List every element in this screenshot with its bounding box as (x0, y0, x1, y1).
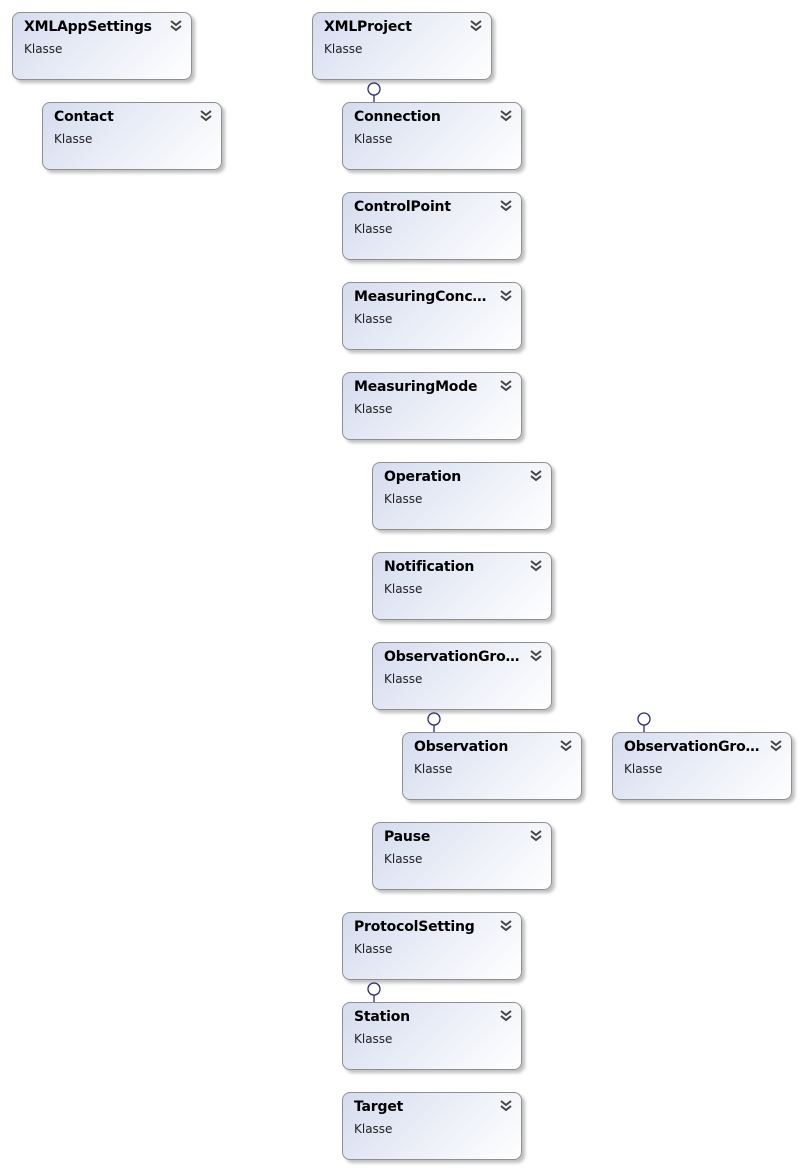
class-kind: Klasse (384, 582, 423, 596)
class-name: Station (354, 1009, 410, 1025)
double-chevron-down-icon[interactable] (529, 469, 543, 483)
class-name: ObservationGro… (384, 649, 520, 665)
class-name: Connection (354, 109, 441, 125)
class-kind: Klasse (324, 42, 363, 56)
class-box-connection[interactable]: Connection Klasse (342, 102, 522, 170)
class-name: Notification (384, 559, 475, 575)
class-box-measuringmode[interactable]: MeasuringMode Klasse (342, 372, 522, 440)
double-chevron-down-icon[interactable] (529, 649, 543, 663)
class-name: ControlPoint (354, 199, 451, 215)
double-chevron-down-icon[interactable] (499, 289, 513, 303)
double-chevron-down-icon[interactable] (769, 739, 783, 753)
lollipop-connector (367, 982, 381, 1002)
double-chevron-down-icon[interactable] (529, 829, 543, 843)
class-box-observation[interactable]: Observation Klasse (402, 732, 582, 800)
class-kind: Klasse (354, 1032, 393, 1046)
class-name: ProtocolSetting (354, 919, 475, 935)
class-kind: Klasse (354, 222, 393, 236)
class-kind: Klasse (54, 132, 93, 146)
class-kind: Klasse (354, 312, 393, 326)
double-chevron-down-icon[interactable] (499, 919, 513, 933)
class-name: MeasuringConc… (354, 289, 487, 305)
class-name: Observation (414, 739, 509, 755)
double-chevron-down-icon[interactable] (499, 379, 513, 393)
class-box-controlpoint[interactable]: ControlPoint Klasse (342, 192, 522, 260)
class-box-notification[interactable]: Notification Klasse (372, 552, 552, 620)
lollipop-interface-icon (367, 982, 381, 996)
class-box-observationgroup[interactable]: ObservationGro… Klasse (372, 642, 552, 710)
class-kind: Klasse (624, 762, 663, 776)
class-name: XMLProject (324, 19, 412, 35)
class-box-xmlproject[interactable]: XMLProject Klasse (312, 12, 492, 80)
class-kind: Klasse (384, 672, 423, 686)
double-chevron-down-icon[interactable] (499, 1009, 513, 1023)
double-chevron-down-icon[interactable] (499, 199, 513, 213)
double-chevron-down-icon[interactable] (169, 19, 183, 33)
lollipop-interface-icon (637, 712, 651, 726)
class-box-observationgroup-2[interactable]: ObservationGro… Klasse (612, 732, 792, 800)
lollipop-connector (637, 712, 651, 732)
class-box-pause[interactable]: Pause Klasse (372, 822, 552, 890)
class-box-measuringconc[interactable]: MeasuringConc… Klasse (342, 282, 522, 350)
lollipop-interface-icon (427, 712, 441, 726)
class-box-station[interactable]: Station Klasse (342, 1002, 522, 1070)
class-kind: Klasse (384, 852, 423, 866)
class-kind: Klasse (354, 132, 393, 146)
class-box-target[interactable]: Target Klasse (342, 1092, 522, 1160)
class-name: Operation (384, 469, 462, 485)
class-kind: Klasse (384, 492, 423, 506)
class-kind: Klasse (354, 942, 393, 956)
class-box-contact[interactable]: Contact Klasse (42, 102, 222, 170)
class-name: MeasuringMode (354, 379, 478, 395)
lollipop-connector (367, 82, 381, 102)
class-box-operation[interactable]: Operation Klasse (372, 462, 552, 530)
class-box-protocolsetting[interactable]: ProtocolSetting Klasse (342, 912, 522, 980)
class-name: XMLAppSettings (24, 19, 152, 35)
double-chevron-down-icon[interactable] (499, 109, 513, 123)
class-kind: Klasse (354, 1122, 393, 1136)
class-kind: Klasse (414, 762, 453, 776)
class-name: ObservationGro… (624, 739, 760, 755)
double-chevron-down-icon[interactable] (499, 1099, 513, 1113)
class-box-xmlappsettings[interactable]: XMLAppSettings Klasse (12, 12, 192, 80)
class-name: Contact (54, 109, 114, 125)
double-chevron-down-icon[interactable] (529, 559, 543, 573)
lollipop-connector (427, 712, 441, 732)
class-kind: Klasse (24, 42, 63, 56)
class-kind: Klasse (354, 402, 393, 416)
class-name: Pause (384, 829, 431, 845)
class-name: Target (354, 1099, 404, 1115)
double-chevron-down-icon[interactable] (199, 109, 213, 123)
double-chevron-down-icon[interactable] (469, 19, 483, 33)
double-chevron-down-icon[interactable] (559, 739, 573, 753)
lollipop-interface-icon (367, 82, 381, 96)
